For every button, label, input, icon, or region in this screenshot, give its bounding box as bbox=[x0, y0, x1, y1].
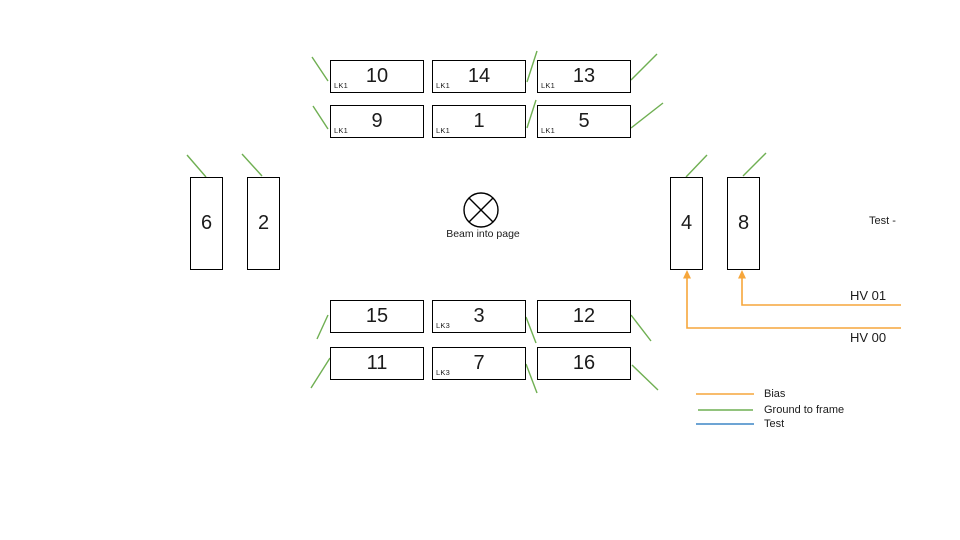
module-number: 2 bbox=[257, 212, 270, 234]
module-number: 5 bbox=[578, 110, 590, 132]
ground-line bbox=[525, 363, 538, 394]
module-lk-label: LK3 bbox=[436, 321, 450, 330]
module-box-10: LK1 10 bbox=[330, 60, 424, 93]
ground-line bbox=[630, 314, 652, 342]
module-number: 15 bbox=[365, 305, 389, 327]
bias-line-hv01 bbox=[741, 277, 901, 306]
module-number: 14 bbox=[467, 65, 491, 87]
module-box-6: 6 bbox=[190, 177, 223, 270]
ground-line bbox=[631, 364, 659, 391]
module-number: 3 bbox=[473, 305, 485, 327]
beam-symbol-icon bbox=[463, 192, 499, 228]
module-box-13: LK1 13 bbox=[537, 60, 631, 93]
module-box-7: LK3 7 bbox=[432, 347, 526, 380]
module-lk-label: LK1 bbox=[334, 126, 348, 135]
ground-line bbox=[241, 153, 263, 177]
module-number: 13 bbox=[572, 65, 596, 87]
module-box-8: 8 bbox=[727, 177, 760, 270]
module-box-14: LK1 14 bbox=[432, 60, 526, 93]
legend-bias-label: Bias bbox=[764, 388, 786, 400]
module-number: 7 bbox=[473, 352, 485, 374]
bias-lines bbox=[686, 277, 901, 329]
module-lk-label: LK3 bbox=[436, 368, 450, 377]
ground-line bbox=[316, 314, 329, 340]
module-box-9: LK1 9 bbox=[330, 105, 424, 138]
test-note-label: Test - bbox=[869, 215, 896, 227]
hv00-label: HV 00 bbox=[850, 330, 887, 345]
module-box-11: 11 bbox=[330, 347, 424, 380]
module-number: 1 bbox=[473, 110, 485, 132]
arrow-up-icon bbox=[683, 270, 691, 279]
legend-test-label: Test bbox=[764, 418, 785, 430]
ground-line bbox=[526, 99, 537, 129]
ground-line bbox=[742, 152, 767, 177]
ground-line bbox=[630, 53, 658, 81]
arrow-up-icon bbox=[738, 270, 746, 279]
module-lk-label: LK1 bbox=[541, 126, 555, 135]
module-number: 9 bbox=[371, 110, 383, 132]
module-number: 8 bbox=[737, 212, 750, 234]
ground-line bbox=[186, 154, 207, 178]
ground-line bbox=[525, 316, 537, 344]
module-box-3: LK3 3 bbox=[432, 300, 526, 333]
legend-ground-label: Ground to frame bbox=[764, 404, 845, 416]
module-box-5: LK1 5 bbox=[537, 105, 631, 138]
module-number: 16 bbox=[572, 352, 596, 374]
module-box-2: 2 bbox=[247, 177, 280, 270]
ground-line bbox=[685, 154, 708, 178]
module-lk-label: LK1 bbox=[436, 126, 450, 135]
ground-line bbox=[311, 56, 329, 82]
ground-line bbox=[526, 50, 538, 83]
module-number: 12 bbox=[572, 305, 596, 327]
ground-line bbox=[630, 102, 664, 129]
ground-line bbox=[312, 105, 329, 130]
bias-line-hv00 bbox=[686, 277, 901, 329]
module-lk-label: LK1 bbox=[436, 81, 450, 90]
module-box-4: 4 bbox=[670, 177, 703, 270]
hv01-label: HV 01 bbox=[850, 288, 887, 303]
module-box-15: 15 bbox=[330, 300, 424, 333]
bias-arrowheads bbox=[683, 270, 746, 279]
beam-into-page-label: Beam into page bbox=[446, 228, 520, 240]
legend-swatches bbox=[696, 393, 754, 425]
ground-line bbox=[310, 357, 331, 389]
module-number: 6 bbox=[200, 212, 213, 234]
ground-lines bbox=[186, 50, 767, 394]
module-number: 10 bbox=[365, 65, 389, 87]
module-lk-label: LK1 bbox=[541, 81, 555, 90]
module-lk-label: LK1 bbox=[334, 81, 348, 90]
module-number: 4 bbox=[680, 212, 693, 234]
module-box-16: 16 bbox=[537, 347, 631, 380]
module-number: 11 bbox=[366, 352, 388, 374]
module-box-1: LK1 1 bbox=[432, 105, 526, 138]
module-box-12: 12 bbox=[537, 300, 631, 333]
